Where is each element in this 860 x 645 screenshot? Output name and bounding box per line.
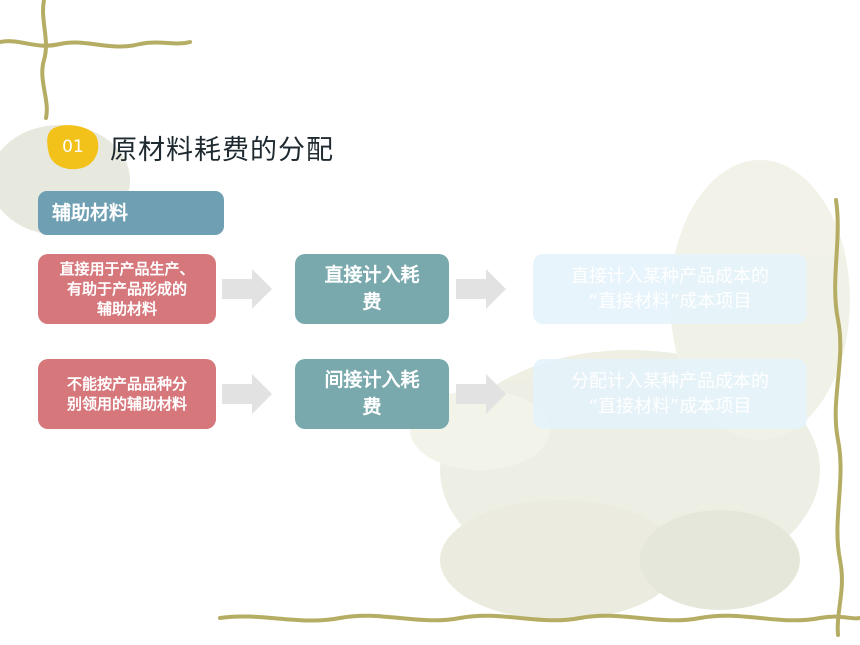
result-1-line-2: “直接材料”成本项目 [588, 291, 752, 312]
arrow-right-icon [222, 374, 272, 414]
source-1-line-1: 直接用于产品生产、 [59, 260, 195, 278]
method-box-1: 直接计入耗 费 [295, 254, 449, 324]
vine-top-left [0, 0, 192, 120]
result-1-line-1: 直接计入某种产品成本的 [571, 266, 769, 287]
page-title: 原材料耗费的分配 [110, 135, 334, 166]
result-box-2: 分配计入某种产品成本的 “直接材料”成本项目 [533, 359, 807, 429]
method-box-2: 间接计入耗 费 [295, 359, 449, 429]
arrow-right-icon [456, 374, 506, 414]
method-2-line-2: 费 [362, 396, 382, 418]
method-1-line-2: 费 [362, 291, 382, 313]
vine-bottom [218, 613, 860, 623]
result-2-line-2: “直接材料”成本项目 [588, 396, 752, 417]
section-badge [47, 125, 99, 170]
section-number: 01 [62, 137, 84, 157]
method-1-line-1: 直接计入耗 [324, 264, 420, 286]
source-1-line-2: 有助于产品形成的 [66, 280, 187, 298]
source-2-line-1: 不能按产品品种分 [66, 375, 187, 393]
method-2-line-1: 间接计入耗 [324, 369, 420, 391]
source-2-line-2: 别领用的辅助材料 [66, 395, 187, 413]
result-box-1: 直接计入某种产品成本的 “直接材料”成本项目 [533, 254, 807, 324]
source-1-line-3: 辅助材料 [96, 300, 157, 318]
arrow-right-icon [222, 269, 272, 309]
category-label: 辅助材料 [38, 191, 224, 235]
source-box-2: 不能按产品品种分 别领用的辅助材料 [38, 359, 216, 429]
result-2-line-1: 分配计入某种产品成本的 [571, 371, 769, 392]
vine-right [833, 198, 844, 637]
arrow-right-icon [456, 269, 506, 309]
source-box-1: 直接用于产品生产、 有助于产品形成的 辅助材料 [38, 254, 216, 324]
